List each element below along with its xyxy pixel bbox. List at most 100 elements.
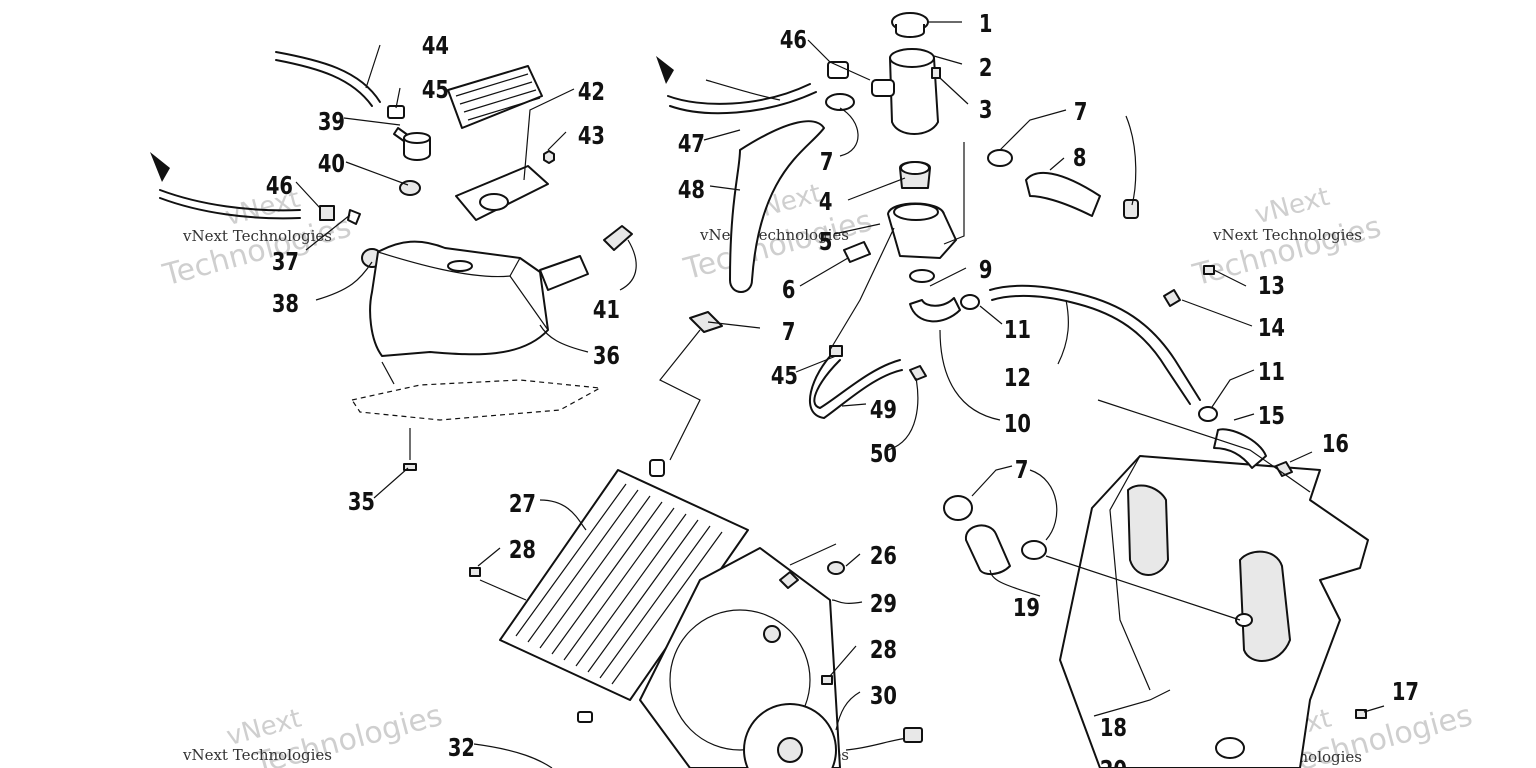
hose-8: [1025, 171, 1101, 217]
callout-29: 29: [870, 590, 897, 619]
callout-7: 7: [820, 148, 834, 177]
callout-45: 45: [771, 362, 798, 391]
callout-35: 35: [348, 488, 375, 517]
radiator-hose-48: [729, 120, 825, 293]
bracket-42: [455, 165, 549, 221]
radiator-assembly: [469, 329, 923, 768]
hose-15: [1213, 428, 1267, 469]
callout-3: 3: [979, 96, 993, 125]
callout-11: 11: [1004, 316, 1031, 345]
fitting-37: [347, 209, 361, 225]
callout-4: 4: [819, 188, 833, 217]
callout-42: 42: [578, 78, 605, 107]
callout-10: 10: [1004, 410, 1031, 439]
callout-45: 45: [422, 76, 449, 105]
callout-37: 37: [272, 248, 299, 277]
filter-42: [447, 65, 543, 129]
hose-clamp-7: [1021, 540, 1047, 560]
hose-10: [909, 297, 961, 323]
hose-clamp-7: [689, 311, 723, 333]
callout-32: 32: [448, 734, 475, 763]
coupler-46: [827, 61, 849, 79]
grommet-26: [827, 561, 845, 575]
callout-30: 30: [870, 682, 897, 711]
callout-14: 14: [1258, 314, 1285, 343]
clamp-16: [1275, 461, 1293, 477]
callout-48: 48: [678, 176, 705, 205]
hose-44: [275, 51, 381, 103]
watermark-label: vNext Technologies: [1212, 226, 1362, 244]
callout-7: 7: [1015, 456, 1029, 485]
clamp-50: [909, 365, 927, 381]
hose-clamp-11: [960, 294, 980, 310]
callout-43: 43: [578, 122, 605, 151]
watermark-label: vNext Technologies: [182, 746, 332, 764]
clip-14: [1163, 289, 1181, 307]
arrow-marker-center: [656, 56, 674, 84]
callout-26: 26: [870, 542, 897, 571]
callout-7: 7: [782, 318, 796, 347]
tank-outlet-41: [539, 255, 589, 291]
callout-6: 6: [782, 276, 796, 305]
callout-38: 38: [272, 290, 299, 319]
screw-17: [1355, 709, 1367, 719]
coolant-tank-36: [369, 240, 549, 357]
nut-43: [543, 150, 555, 164]
callout-28: 28: [870, 636, 897, 665]
cap-39: [403, 137, 431, 161]
screw-28: [821, 675, 833, 685]
reservoir-assembly: [150, 44, 637, 499]
callout-27: 27: [509, 490, 536, 519]
callout-46: 46: [266, 172, 293, 201]
screw-28: [469, 567, 481, 577]
hose-clamp-7: [1123, 199, 1139, 219]
clamp-46: [319, 205, 335, 221]
hose-clamp-7: [825, 93, 855, 111]
callout-36: 36: [593, 342, 620, 371]
mount-plate-assembly: [943, 265, 1385, 768]
callout-1: 1: [979, 10, 993, 39]
callout-11: 11: [1258, 358, 1285, 387]
callout-13: 13: [1258, 272, 1285, 301]
watermark-label: vNext Technologies: [182, 227, 332, 245]
callout-5: 5: [819, 228, 833, 257]
callout-18: 18: [1100, 714, 1127, 743]
callout-49: 49: [870, 396, 897, 425]
callout-8: 8: [1073, 144, 1087, 173]
heat-shield: [351, 379, 602, 421]
fan-30: [743, 703, 837, 768]
callout-2: 2: [979, 54, 993, 83]
callout-labels: 1 2 3 4 5 6 7 7 7 7 8 9 10 11 11 12 13 1…: [266, 10, 1419, 768]
watermark-brand: vNext: [1252, 182, 1333, 231]
hose-clamp-11: [1198, 406, 1218, 422]
callout-20: 20: [1100, 756, 1127, 768]
callout-12: 12: [1004, 364, 1031, 393]
screw-35: [403, 463, 417, 471]
callout-7: 7: [1074, 98, 1088, 127]
sensor-6: [843, 241, 871, 263]
hose-clamp-9: [909, 269, 935, 283]
hose-19: [964, 524, 1011, 576]
callout-39: 39: [318, 108, 345, 137]
callout-40: 40: [318, 150, 345, 179]
callout-9: 9: [979, 256, 993, 285]
callout-41: 41: [593, 296, 620, 325]
thermostat-assembly: [656, 12, 1255, 451]
callout-15: 15: [1258, 402, 1285, 431]
callout-28: 28: [509, 536, 536, 565]
radiator-27: [499, 469, 749, 701]
bolt-3: [931, 67, 941, 79]
plug-41: [603, 225, 633, 251]
callout-19: 19: [1013, 594, 1040, 623]
hose-clamp-7: [987, 149, 1013, 167]
fan-connector: [903, 727, 923, 743]
callout-16: 16: [1322, 430, 1349, 459]
callout-46: 46: [780, 26, 807, 55]
callout-44: 44: [422, 32, 449, 61]
screw-13: [1203, 265, 1215, 275]
callout-47: 47: [678, 130, 705, 159]
callout-50: 50: [870, 440, 897, 469]
callout-17: 17: [1392, 678, 1419, 707]
arrow-marker-left: [150, 152, 170, 182]
